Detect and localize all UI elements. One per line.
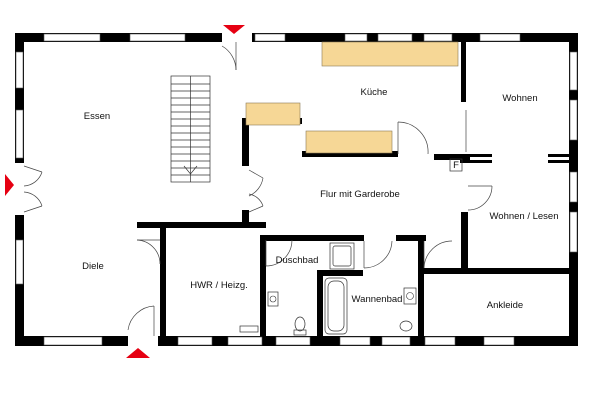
room-label-wohnen: Wohnen xyxy=(502,93,537,104)
sanitary-fixtures xyxy=(239,242,417,336)
entry-marker-top xyxy=(223,25,245,34)
room-label-essen: Essen xyxy=(84,111,110,122)
interior-walls xyxy=(137,40,570,336)
room-label-duschbad: Duschbad xyxy=(276,255,319,266)
entry-door-gaps xyxy=(15,33,252,346)
staircase xyxy=(170,75,211,183)
room-label-ankleide: Ankleide xyxy=(487,300,523,311)
entry-marker-bottom xyxy=(126,348,150,358)
fridge-marker: F xyxy=(449,158,463,172)
room-label-diele: Diele xyxy=(82,261,104,272)
door-swings xyxy=(23,42,493,336)
fridge-label: F xyxy=(453,160,459,171)
room-label-hwr: HWR / Heizg. xyxy=(190,280,248,291)
windows xyxy=(15,33,578,346)
room-labels: Essen Küche Wohnen Flur mit Garderobe Wo… xyxy=(82,87,558,311)
entry-marker-left xyxy=(5,174,14,196)
room-label-wohnen-lesen: Wohnen / Lesen xyxy=(489,211,558,222)
kitchen-counters xyxy=(245,41,459,154)
room-label-kueche: Küche xyxy=(361,87,388,98)
entry-markers xyxy=(5,25,245,358)
room-label-flur: Flur mit Garderobe xyxy=(320,189,400,200)
room-label-wannenbad: Wannenbad xyxy=(352,294,403,305)
